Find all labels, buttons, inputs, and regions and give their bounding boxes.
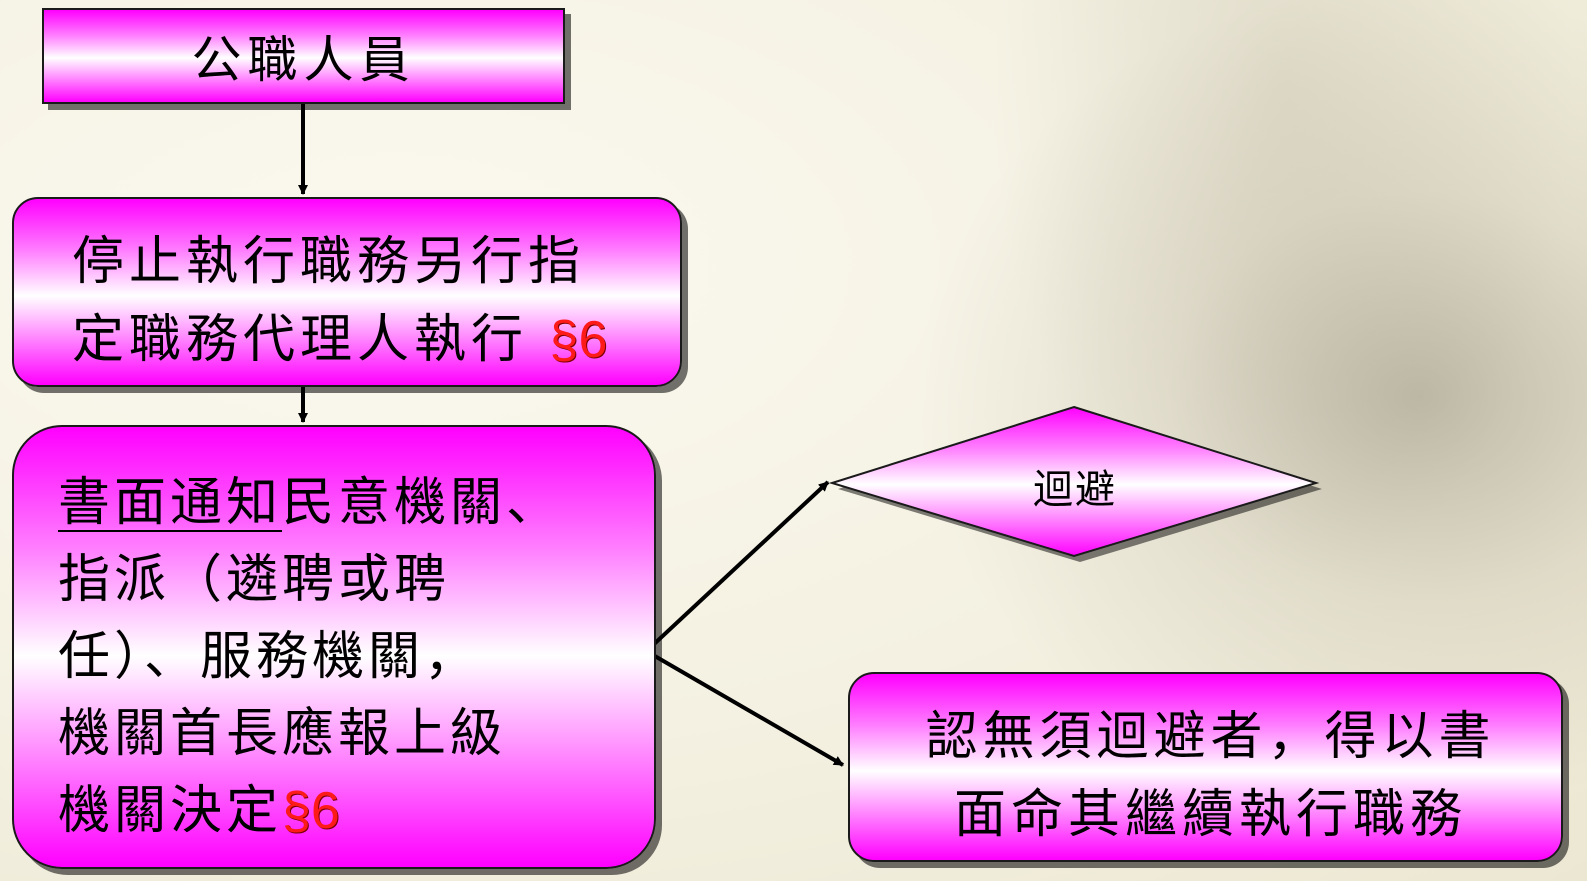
continue-duty-box: 認無須迴避者，得以書 面命其繼續執行職務 <box>848 672 1563 862</box>
recuse-diamond <box>828 405 1320 558</box>
notify-line-2: 指派（遴聘或聘 <box>58 550 451 610</box>
notify-line-1-rest: 民意機關、 <box>282 473 563 533</box>
notify-box: 書面通知民意機關、 指派（遴聘或聘 任）、服務機關， 機關首長應報上級 機關決定… <box>12 425 656 869</box>
recuse-label: 迴避 <box>1033 467 1117 513</box>
suspend-line-2: 定職務代理人執行 <box>72 310 529 370</box>
notify-line-5: 機關決定 <box>58 781 283 841</box>
suspend-section-ref: §6 <box>549 311 608 369</box>
official-box: 公職人員 <box>42 8 565 104</box>
notify-section-ref: §6 <box>282 782 340 840</box>
suspend-duty-box: 停止執行職務另行指 定職務代理人執行 §6 <box>12 197 682 387</box>
continue-line-1: 認無須迴避者，得以書 <box>925 707 1496 767</box>
arrow-notify-to-continue <box>651 653 845 767</box>
continue-line-2: 面命其繼續執行職務 <box>953 785 1467 845</box>
arrow-notify-to-recuse <box>651 480 830 647</box>
suspend-line-1: 停止執行職務另行指 <box>72 232 586 292</box>
official-label: 公職人員 <box>191 31 416 89</box>
notify-line-4: 機關首長應報上級 <box>58 704 507 764</box>
notify-underlined-text: 書面通知 <box>58 473 283 533</box>
notify-line-3: 任）、服務機關， <box>58 627 481 687</box>
